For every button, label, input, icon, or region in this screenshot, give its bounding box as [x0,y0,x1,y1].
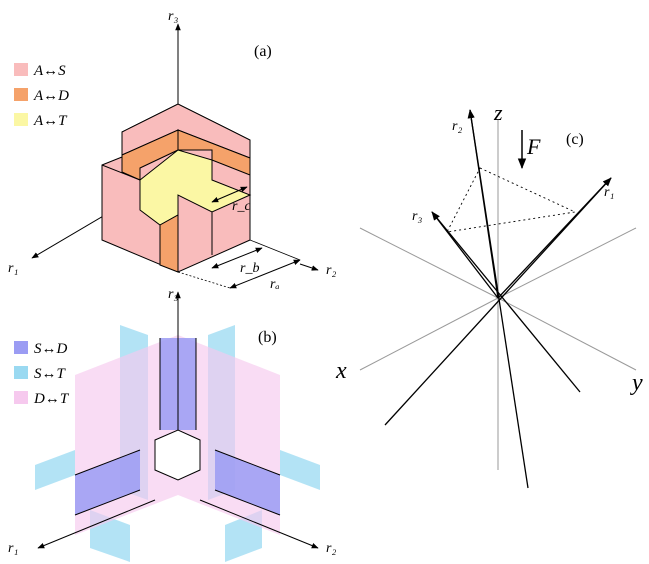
legend-swatch-at [14,113,28,126]
legend-label-sd: S↔D [34,341,68,357]
legend-label-st: S↔T [34,366,67,382]
r2-label-b: r₂ [326,541,336,556]
panel-a-tag: (a) [254,43,272,60]
panel-a: A↔S A↔D A↔T (a) r₃ r₁ r₂ r_c r_b rₐ [8,9,336,292]
cross-cutout [154,429,201,481]
panel-b: S↔D S↔T D↔T (b) r₃ r₁ r₂ [8,287,336,562]
r3-label-c: r₃ [412,209,422,224]
legend-label-ad: A↔D [33,88,69,104]
y-axis [497,297,637,371]
force-label: F [526,134,541,159]
dotted-triangle [446,167,577,233]
legend-label-at: A↔T [33,113,68,129]
front-strip [159,214,179,273]
panel-c-tag: (c) [566,131,584,148]
r3-label-a: r₃ [168,9,178,24]
plane-sd-2 [75,450,140,515]
plane-sd-3 [215,450,280,515]
z-label: z [493,100,503,125]
legend-label-as: A↔S [33,63,66,79]
legend-swatch-as [14,63,28,76]
r2-axis [299,263,319,271]
r3-line [431,211,581,393]
r1-axis-b [37,499,156,549]
panel-b-tag: (b) [258,329,277,346]
rc-label: r_c [232,199,251,214]
r2-axis-b [199,499,319,549]
r1-label-b: r₁ [8,541,18,556]
r1-label-c: r₁ [604,185,614,200]
dim-rc [211,186,248,203]
dim-rb [211,247,263,269]
legend-label-dt: D↔T [33,391,70,407]
rb-label: r_b [240,261,259,276]
r1-label-a: r₁ [8,261,18,276]
x-label: x [335,358,347,384]
legend-swatch-st [14,366,28,379]
x-axis [359,297,499,371]
r2-label-a: r₂ [326,263,336,278]
r2-label-c: r₂ [452,119,462,134]
legend-swatch-ad [14,88,28,101]
r1-line [384,177,612,426]
panel-c: z x y r₂ r₁ r₃ F (c) [335,100,643,489]
legend-swatch-dt [14,391,28,404]
y-label: y [630,370,643,396]
dim-ra [229,259,301,289]
legend-swatch-sd [14,341,28,354]
r3-label-b: r₃ [168,287,178,302]
ra-label: rₐ [270,277,280,292]
